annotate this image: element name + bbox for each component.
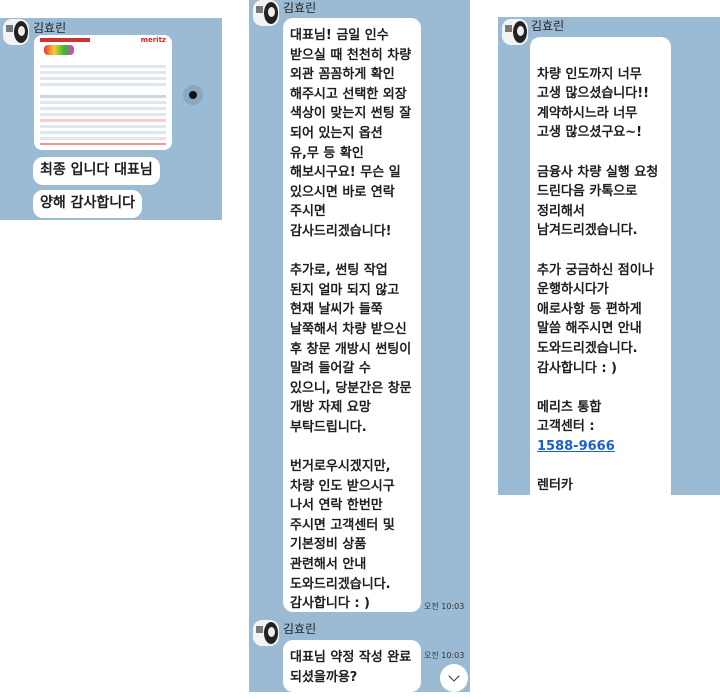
message-bubble: 대표님 약정 작성 완료 되셨을까용? [283, 640, 421, 692]
message-text: 차량 인도까지 너무 고생 많으셨습니다!! 계약하시느라 너무 고생 많으셨구… [537, 66, 659, 435]
chat-screenshot-2: 김효린 대표님! 금일 인수 받으실 때 천천히 차량 외관 꼼꼼하게 확인 해… [249, 0, 470, 692]
estimate-document-image[interactable]: meritz [34, 35, 172, 150]
chevron-down-icon [448, 670, 460, 682]
sender-avatar[interactable] [253, 620, 279, 646]
message-bubble: 최종 입니다 대표님 [33, 157, 160, 185]
sender-avatar[interactable] [253, 0, 279, 26]
sender-name: 김효린 [33, 21, 67, 35]
message-time: 오전 10:03 [424, 602, 465, 611]
scroll-down-button[interactable] [440, 664, 468, 692]
sender-name: 김효린 [283, 1, 317, 15]
message-time: 오전 10:03 [424, 651, 465, 660]
phone-link-customer-center[interactable]: 1588-9666 [537, 438, 615, 454]
message-text: 렌터카 사고,정비,보험상담 : [537, 478, 573, 494]
chat-screenshot-3: 김효린 차량 인도까지 너무 고생 많으셨습니다!! 계약하시느라 너무 고생 … [498, 17, 720, 495]
sender-name: 김효린 [283, 622, 317, 636]
message-bubble: 차량 인도까지 너무 고생 많으셨습니다!! 계약하시느라 너무 고생 많으셨구… [530, 37, 671, 495]
share-icon[interactable] [183, 85, 203, 105]
meritz-logo: meritz [140, 36, 166, 44]
sender-name: 김효린 [531, 19, 565, 33]
sender-avatar[interactable] [3, 19, 29, 45]
chat-screenshot-1: 김효린 meritz 최종 입니다 대표님 양해 감사합니다 [0, 18, 222, 220]
message-bubble: 대표님! 금일 인수 받으실 때 천천히 차량 외관 꼼꼼하게 확인 해주시고 … [283, 18, 421, 612]
sender-avatar[interactable] [502, 19, 528, 45]
message-bubble: 양해 감사합니다 [33, 190, 143, 218]
